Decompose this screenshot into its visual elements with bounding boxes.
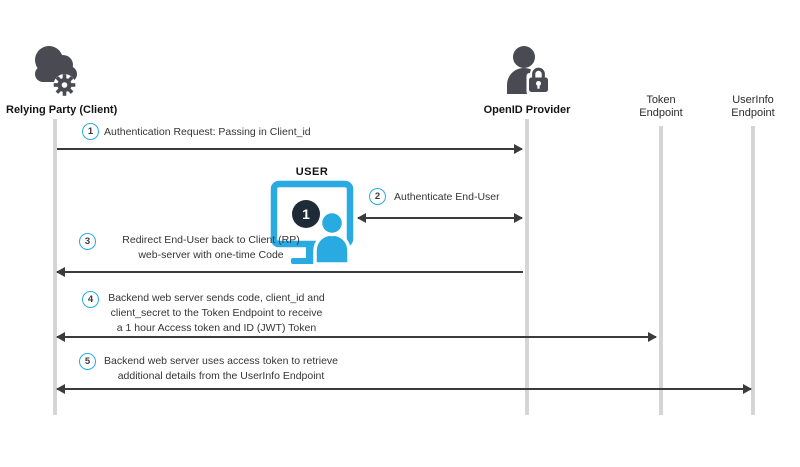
actor-label-openid-provider: OpenID Provider [483,104,571,116]
step-4-line-2: client_secret to the Token Endpoint to r… [110,307,323,319]
token-endpoint-line-2: Endpoint [639,107,683,119]
lifeline-openid-provider [525,119,529,415]
user-screen-badge: 1 [302,206,310,222]
step-5-number: 5 [79,353,96,370]
step-5-label: Backend web server uses access token to … [96,354,346,384]
userinfo-endpoint-line-2: Endpoint [731,107,775,119]
lifeline-token-endpoint [659,126,663,415]
step-4-label: Backend web server sends code, client_id… [94,291,339,336]
user-lock-icon [507,46,551,95]
arrow-step-4 [56,332,657,342]
actor-label-userinfo-endpoint: UserInfo Endpoint [723,94,783,120]
userinfo-endpoint-line-1: UserInfo [732,94,774,106]
step-4-line-3: a 1 hour Access token and ID (JWT) Token [116,322,317,334]
step-2-number: 2 [369,188,386,205]
step-5-line-1: Backend web server uses access token to … [103,355,339,367]
user-monitor-icon: 1 [270,180,354,266]
actor-label-token-endpoint: Token Endpoint [631,94,691,120]
step-1-label: Authentication Request: Passing in Clien… [104,126,311,138]
step-3-line-1: Redirect End-User back to Client (RP) [122,234,300,246]
step-1-number: 1 [82,123,99,140]
user-label: USER [295,166,329,178]
step-2-label: Authenticate End-User [394,191,500,203]
arrow-step-3 [56,267,523,277]
token-endpoint-line-1: Token [646,94,676,106]
arrow-step-2 [357,213,523,223]
lifeline-userinfo-endpoint [751,126,755,415]
arrow-step-1 [57,144,523,154]
step-5-line-2: additional details from the UserInfo End… [117,370,325,382]
lifeline-relying-party [53,119,57,415]
step-4-number: 4 [82,291,99,308]
arrow-step-5 [56,384,752,394]
cloud-gear-icon [35,46,77,96]
step-3-line-2: web-server with one-time Code [138,249,284,261]
step-3-label: Redirect End-User back to Client (RP) we… [96,233,326,263]
step-3-number: 3 [79,233,96,250]
actor-label-relying-party: Relying Party (Client) [6,104,118,116]
step-4-line-1: Backend web server sends code, client_id… [108,292,325,304]
